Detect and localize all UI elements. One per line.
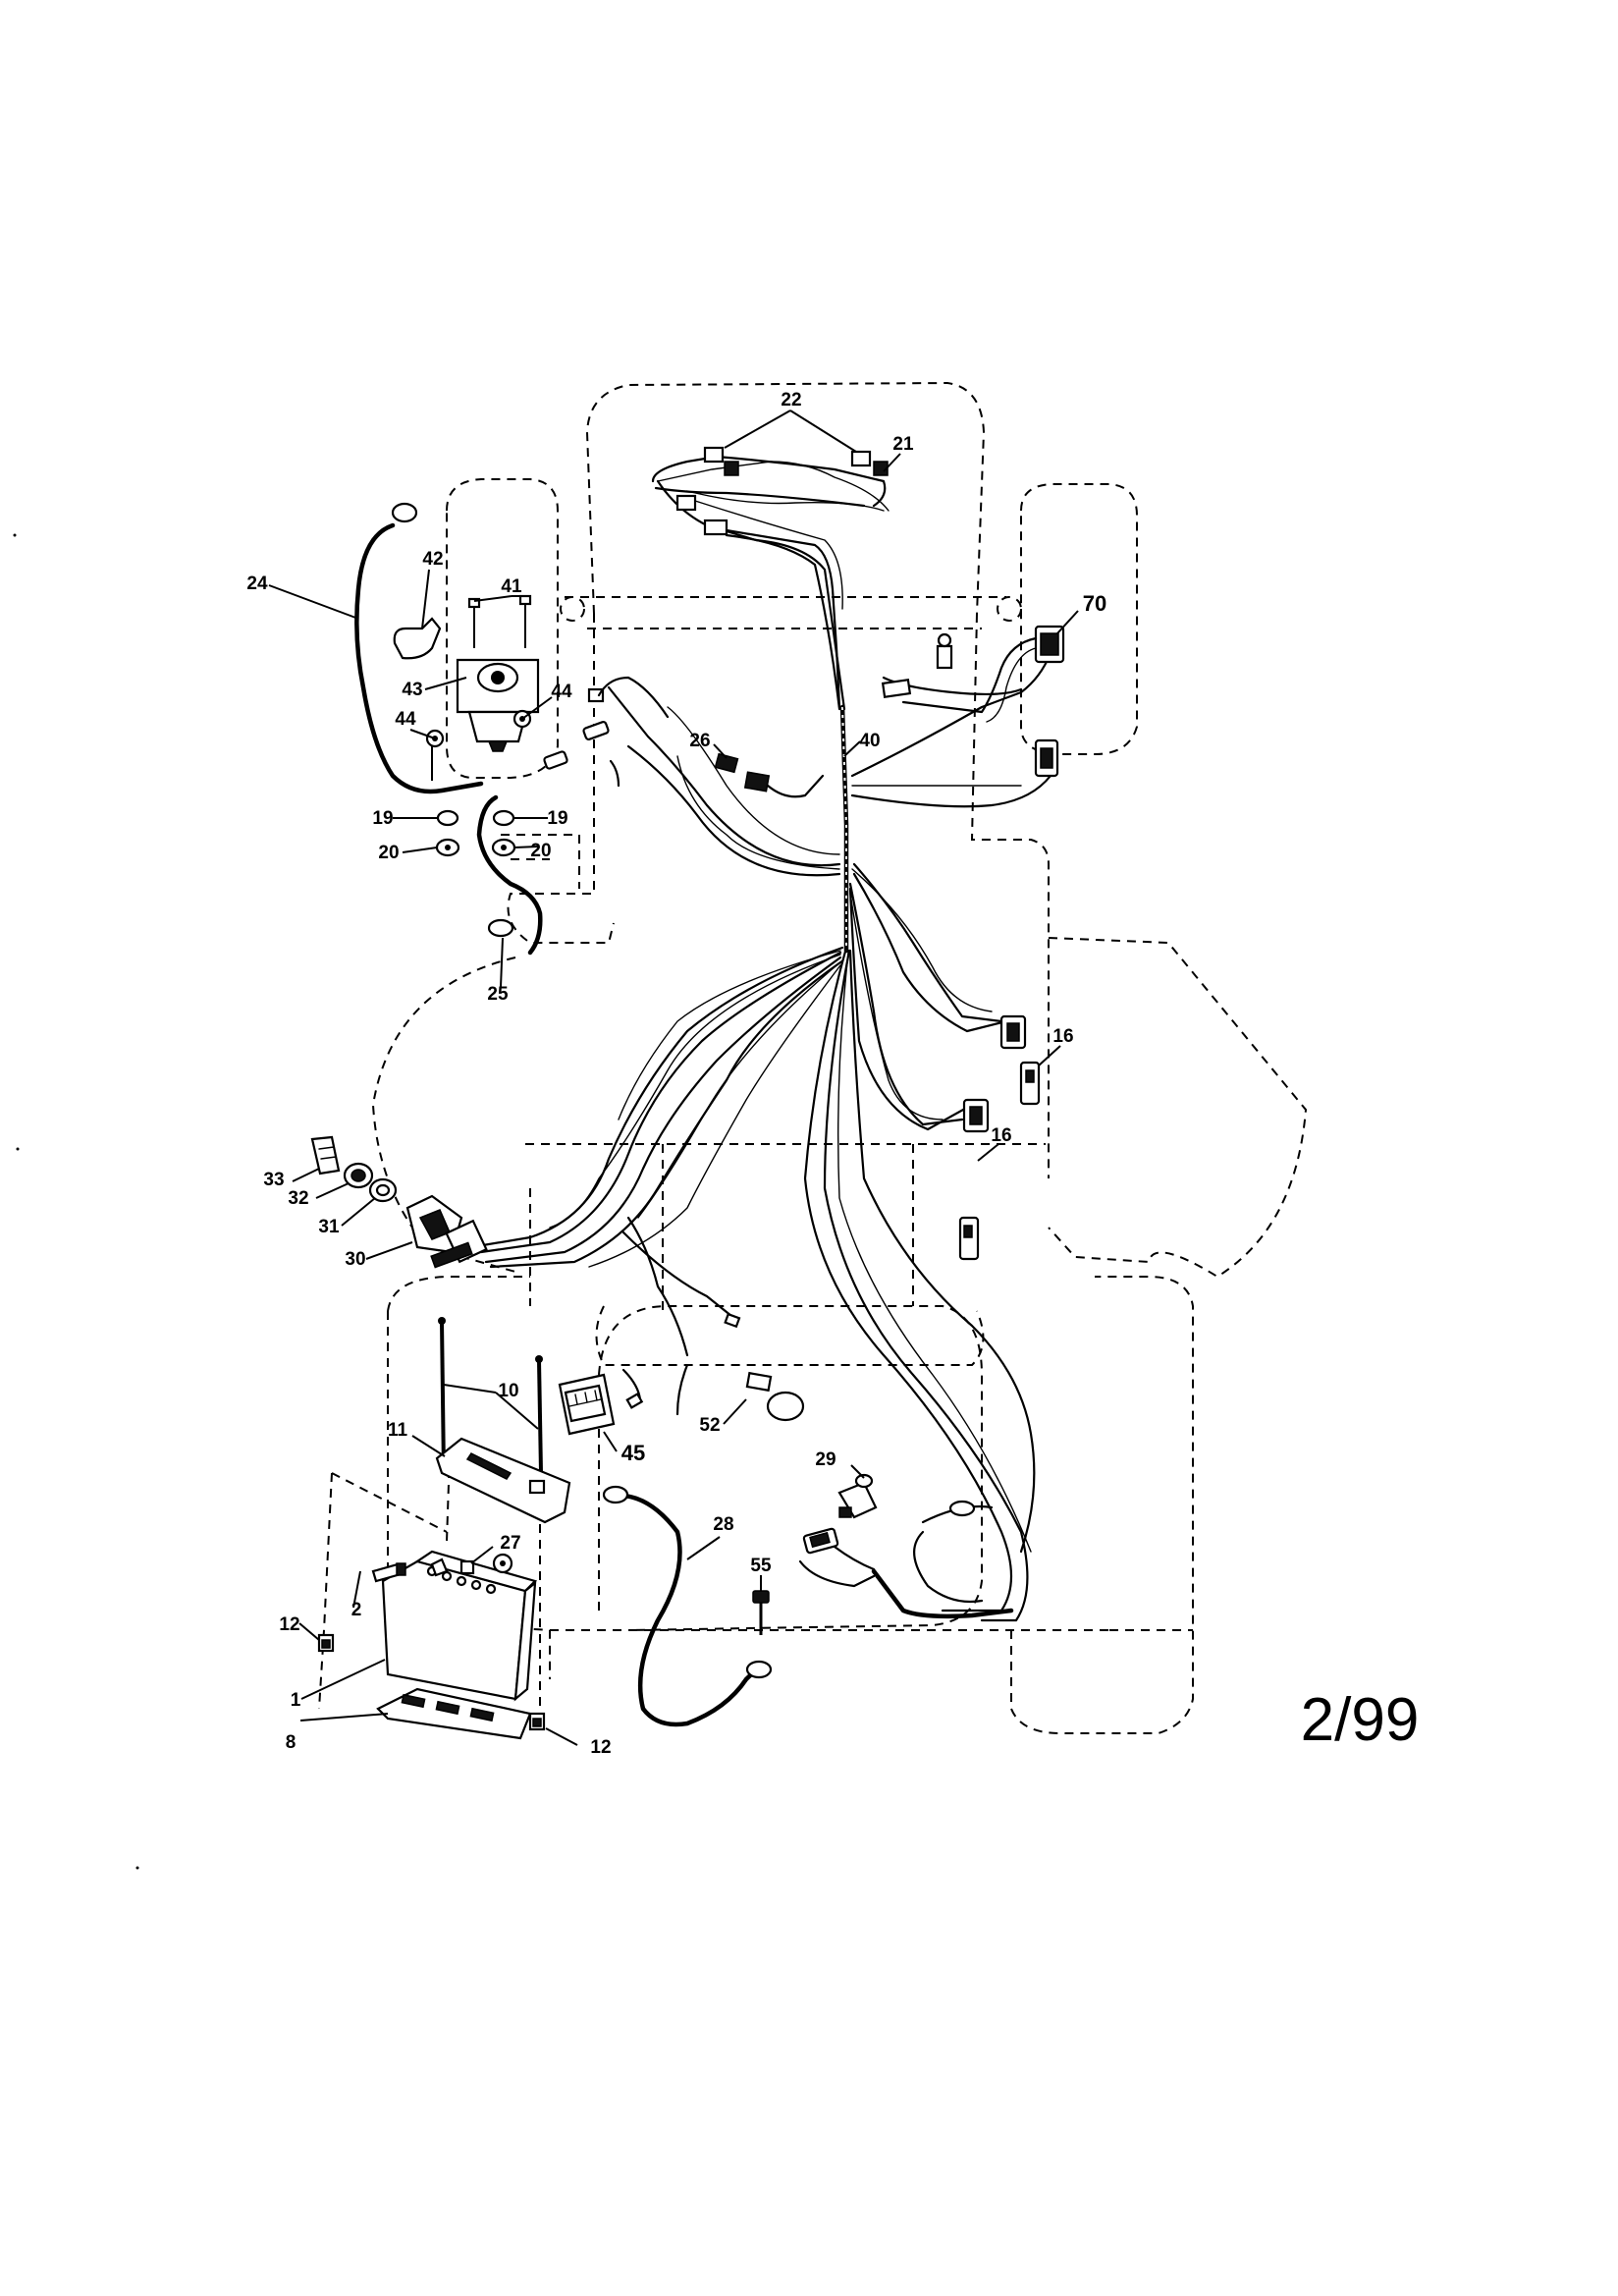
page-code: 2/99 xyxy=(1301,1686,1420,1754)
cable-24 xyxy=(354,522,484,794)
callout-43: 43 xyxy=(402,680,422,700)
callout-12-left: 12 xyxy=(279,1614,299,1635)
callout-8: 8 xyxy=(286,1732,297,1753)
callout-55: 55 xyxy=(750,1556,772,1576)
ignition-switch-assembly xyxy=(310,1135,488,1269)
callout-1: 1 xyxy=(291,1690,301,1711)
right-connector-70 xyxy=(881,625,1065,778)
interlock-connectors-16 xyxy=(958,1014,1041,1261)
wiring-harness xyxy=(469,461,1052,1622)
rear-components xyxy=(602,1473,994,1727)
callout-2: 2 xyxy=(351,1600,362,1620)
callout-41: 41 xyxy=(501,576,522,597)
cable-25 xyxy=(476,794,543,956)
ignition-key xyxy=(310,1135,341,1175)
callout-16-lower: 16 xyxy=(991,1125,1011,1146)
battery-assembly xyxy=(317,1317,571,1740)
hold-down-bracket xyxy=(435,1437,571,1524)
stray-mark xyxy=(135,1866,139,1870)
callout-28: 28 xyxy=(713,1514,733,1535)
callout-26: 26 xyxy=(689,731,710,751)
callout-32: 32 xyxy=(288,1188,308,1209)
callout-12-right: 12 xyxy=(590,1737,611,1758)
callout-42: 42 xyxy=(422,549,443,570)
callout-45: 45 xyxy=(621,1441,645,1465)
callout-30: 30 xyxy=(345,1249,365,1270)
callout-labels: 22 21 70 42 41 24 43 44 44 19 19 20 20 2… xyxy=(246,390,1106,1758)
callout-19-left: 19 xyxy=(372,808,393,829)
callout-44-left: 44 xyxy=(395,709,416,730)
interlock-switch-lower xyxy=(958,1216,980,1261)
cable-28 xyxy=(611,1493,764,1727)
leader-lines xyxy=(268,410,1079,1746)
tractor-outline xyxy=(318,381,1308,1734)
plug-26 xyxy=(714,752,825,798)
headlight-assembly xyxy=(651,446,889,709)
callout-40: 40 xyxy=(859,731,880,751)
starter-solenoid-assembly xyxy=(354,502,670,956)
callout-70: 70 xyxy=(1083,591,1106,616)
callout-10: 10 xyxy=(498,1381,518,1401)
callout-22: 22 xyxy=(781,390,801,410)
callout-16-upper: 16 xyxy=(1052,1026,1073,1047)
callout-21: 21 xyxy=(892,434,914,455)
stray-mark xyxy=(16,1147,20,1151)
callout-19-right: 19 xyxy=(547,808,567,829)
callout-29: 29 xyxy=(815,1449,836,1470)
stray-mark xyxy=(13,533,17,537)
headlight-bulb-left xyxy=(703,446,725,464)
ammeter-and-bulb xyxy=(558,1312,805,1436)
hood-grommets xyxy=(560,596,1022,622)
callout-24: 24 xyxy=(246,574,268,594)
interlock-switch-upper xyxy=(1019,1061,1041,1106)
callout-25: 25 xyxy=(487,984,509,1005)
callout-20-left: 20 xyxy=(378,843,399,863)
callout-11: 11 xyxy=(388,1420,408,1441)
callout-20-right: 20 xyxy=(530,841,551,861)
headlight-bulb-right xyxy=(850,450,872,467)
callout-27: 27 xyxy=(500,1533,520,1554)
callout-31: 31 xyxy=(318,1217,340,1237)
callout-52: 52 xyxy=(699,1415,720,1436)
bulb xyxy=(766,1391,805,1422)
callout-44-right: 44 xyxy=(551,682,572,702)
callout-33: 33 xyxy=(263,1170,284,1190)
